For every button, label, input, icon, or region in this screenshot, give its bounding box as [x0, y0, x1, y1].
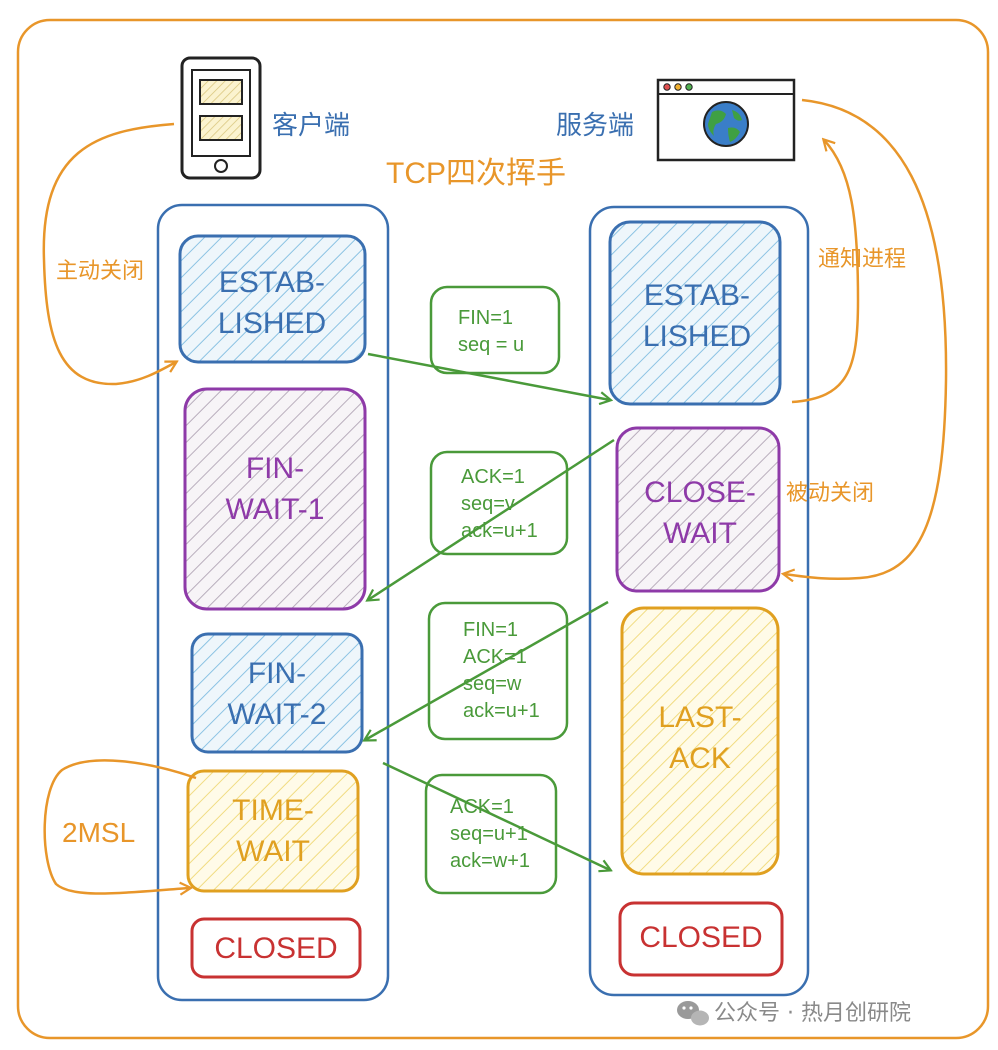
passive-close-arrow — [784, 98, 948, 579]
message-line: ack=w+1 — [450, 850, 530, 872]
passive-close-label: 被动关闭 — [786, 481, 874, 506]
state-line-1: ESTAB- — [219, 266, 325, 299]
server-state-last-ack: LAST- ACK — [620, 606, 780, 876]
watermark-text: 公众号 · 热月创研院 — [714, 1001, 911, 1026]
client-state-time-wait: TIME- WAIT — [186, 769, 360, 893]
message-fin-ack: FIN=1 ACK=1 seq=w ack=u+1 — [427, 601, 569, 741]
server-state-established: ESTAB- LISHED — [608, 220, 782, 406]
message-ack: ACK=1 seq=v ack=u+1 — [429, 450, 569, 556]
state-line-1: TIME- — [232, 794, 314, 827]
state-line-2: WAIT — [663, 517, 737, 550]
state-line-2: LISHED — [218, 307, 326, 340]
two-msl-arrow — [43, 759, 197, 893]
arrow-final-ack — [382, 761, 610, 870]
message-line: seq = u — [458, 334, 524, 356]
message-line: seq=v — [461, 493, 515, 515]
active-close-label: 主动关闭 — [56, 259, 144, 284]
outer-frame — [16, 18, 990, 1040]
state-line-2: WAIT — [236, 835, 310, 868]
state-line-1: ESTAB- — [644, 279, 750, 312]
notify-process-arrow — [791, 140, 860, 404]
server-column — [588, 205, 810, 997]
arrow-fin-ack — [365, 600, 609, 740]
message-line: ACK=1 — [461, 466, 525, 488]
state-line-1: LAST- — [658, 701, 741, 734]
state-line-2: WAIT-2 — [228, 698, 327, 731]
arrow-fin — [367, 352, 610, 400]
message-line: ACK=1 — [463, 646, 527, 668]
message-final-ack: ACK=1 seq=u+1 ack=w+1 — [424, 773, 558, 895]
state-line-1: FIN- — [246, 452, 304, 485]
client-column — [156, 203, 390, 1002]
client-state-fin-wait-1: FIN- WAIT-1 — [183, 387, 367, 611]
client-state-established: ESTAB- LISHED — [178, 234, 367, 364]
browser-globe-icon — [656, 78, 796, 162]
state-line-2: WAIT-1 — [226, 493, 325, 526]
arrow-ack — [368, 438, 615, 600]
state-line-1: CLOSE- — [644, 476, 756, 509]
two-msl-label: 2MSL — [62, 817, 135, 848]
message-fin: FIN=1 seq = u — [429, 285, 561, 375]
message-line: ack=u+1 — [461, 520, 538, 542]
server-state-close-wait: CLOSE- WAIT — [615, 426, 781, 593]
active-close-arrow — [42, 122, 176, 386]
message-line: seq=u+1 — [450, 823, 528, 845]
message-line: ack=u+1 — [463, 700, 540, 722]
client-state-fin-wait-2: FIN- WAIT-2 — [190, 632, 364, 754]
message-line: FIN=1 — [458, 307, 513, 329]
client-state-closed: CLOSED — [190, 917, 362, 979]
state-line-1: CLOSED — [639, 921, 762, 954]
state-line-1: CLOSED — [214, 932, 337, 965]
phone-icon — [180, 56, 262, 180]
client-label: 客户端 — [272, 111, 350, 141]
diagram-title: TCP四次挥手 — [386, 157, 566, 190]
server-state-closed: CLOSED — [618, 901, 784, 977]
message-line: FIN=1 — [463, 619, 518, 641]
state-line-2: ACK — [669, 742, 731, 775]
wechat-icon — [677, 1001, 709, 1026]
state-line-1: FIN- — [248, 657, 306, 690]
notify-process-label: 通知进程 — [818, 247, 906, 272]
message-line: seq=w — [463, 673, 522, 695]
server-label: 服务端 — [556, 111, 634, 141]
state-line-2: LISHED — [643, 320, 751, 353]
